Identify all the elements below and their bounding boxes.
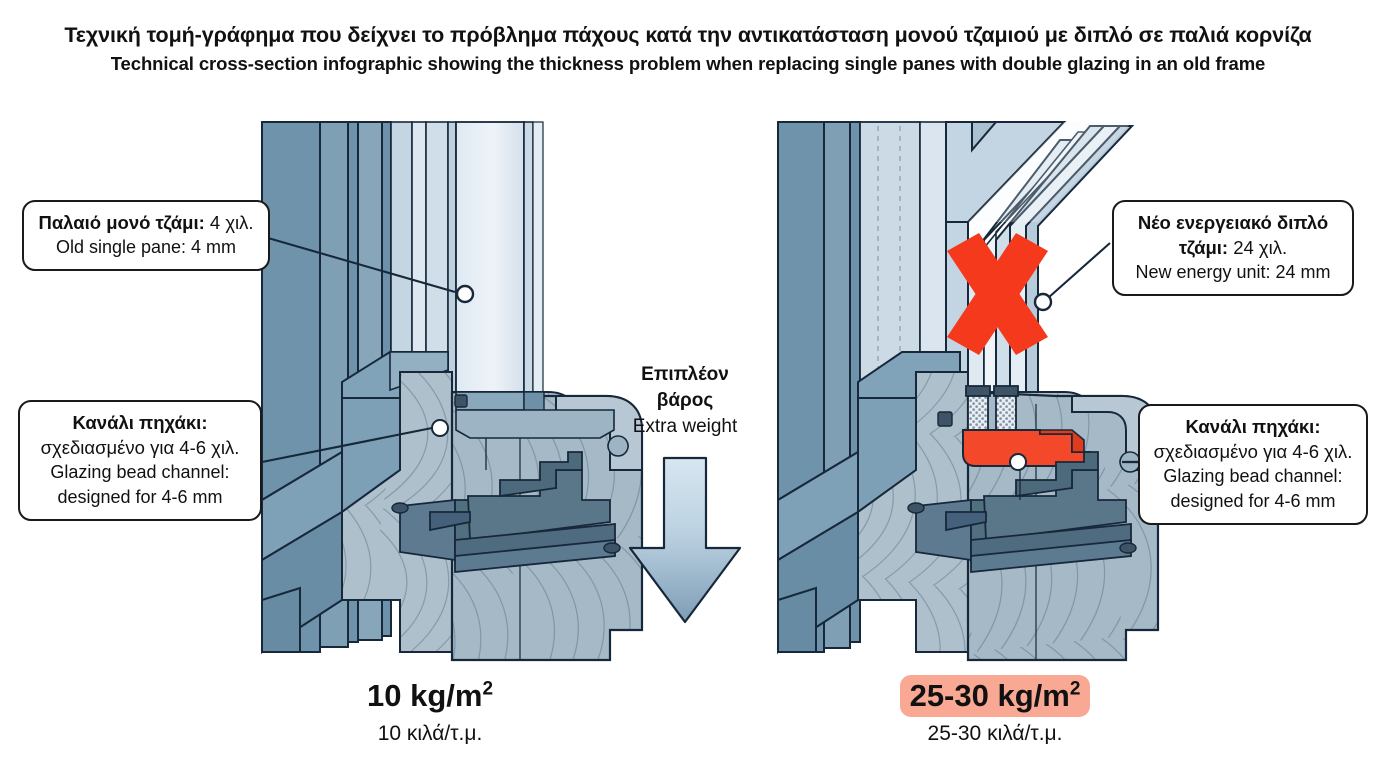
- callout-new-unit-english: New energy unit: 24 mm: [1135, 262, 1331, 282]
- callout-bead-left-english-2: designed for 4-6 mm: [57, 487, 223, 507]
- extra-weight-label: Επιπλέον βάρος Extra weight: [600, 362, 770, 440]
- callout-bead-left-english-1: Glazing bead channel:: [50, 462, 230, 482]
- callout-new-unit-greek-2: τζάμι: 24 χιλ.: [1178, 237, 1288, 258]
- right-window-cross-section: [777, 121, 1160, 662]
- weight-left-exponent: 2: [482, 678, 494, 700]
- extra-weight-greek-2: βάρος: [656, 390, 714, 411]
- callout-bead-left-greek-2: σχεδιασμένο για 4-6 χιλ.: [40, 437, 240, 458]
- weight-right-value: 25-30 kg/m2: [899, 675, 1091, 717]
- weight-figure-right: 25-30 kg/m2 25-30 κιλά/τ.μ.: [855, 675, 1135, 749]
- extra-weight-greek-1: Επιπλέον: [641, 364, 729, 385]
- title-english: Technical cross-section infographic show…: [110, 53, 1266, 74]
- callout-old-pane-english: Old single pane: 4 mm: [55, 237, 237, 257]
- weight-figure-left: 10 kg/m2 10 κιλά/τ.μ.: [290, 675, 570, 749]
- callout-old-single-pane[interactable]: Παλαιό μονό τζάμι: 4 χιλ. Old single pan…: [22, 200, 270, 271]
- callout-bead-right-greek-2: σχεδιασμένο για 4-6 χιλ.: [1153, 441, 1353, 462]
- callout-glazing-bead-left[interactable]: Κανάλι πηχάκι: σχεδιασμένο για 4-6 χιλ. …: [18, 400, 262, 521]
- callout-glazing-bead-right[interactable]: Κανάλι πηχάκι: σχεδιασμένο για 4-6 χιλ. …: [1138, 404, 1368, 525]
- left-window-cross-section: [261, 121, 644, 662]
- page-title: Τεχνική τομή-γράφημα που δείχνει το πρόβ…: [0, 20, 1376, 78]
- callout-old-pane-greek: Παλαιό μονό τζάμι: 4 χιλ.: [38, 212, 254, 233]
- leader-endpoints: [455, 284, 1053, 312]
- extra-weight-english: Extra weight: [632, 416, 738, 437]
- extra-weight-arrow: [628, 456, 742, 624]
- callout-new-energy-unit[interactable]: Νέο ενεργειακό διπλό τζάμι: 24 χιλ. New …: [1112, 200, 1354, 296]
- callout-bead-left-greek-1: Κανάλι πηχάκι:: [72, 412, 208, 433]
- weight-right-greek: 25-30 κιλά/τ.μ.: [927, 722, 1063, 745]
- inner-pointer-lines: [485, 438, 1021, 500]
- callout-new-unit-greek-1: Νέο ενεργειακό διπλό: [1137, 212, 1329, 233]
- red-glazing-bead: [962, 429, 1091, 467]
- title-greek: Τεχνική τομή-γράφημα που δείχνει το πρόβ…: [64, 23, 1312, 47]
- callout-bead-right-english-2: designed for 4-6 mm: [1170, 491, 1336, 511]
- weight-left-greek: 10 κιλά/τ.μ.: [377, 722, 483, 745]
- weight-left-value: 10 kg/m2: [366, 678, 494, 713]
- weight-right-exponent: 2: [1069, 678, 1081, 700]
- reject-x-mark: [947, 233, 1048, 355]
- callout-bead-right-english-1: Glazing bead channel:: [1163, 466, 1343, 486]
- callout-bead-right-greek-1: Κανάλι πηχάκι:: [1185, 416, 1321, 437]
